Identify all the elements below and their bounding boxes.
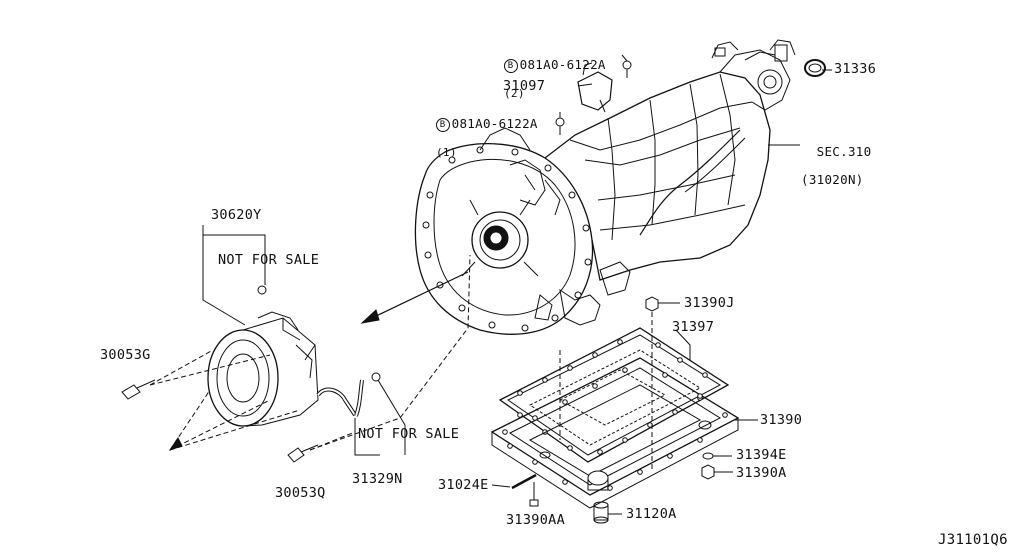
label-31390J: 31390J — [684, 295, 735, 311]
bell-housing — [415, 144, 592, 335]
bolt-marker-icon: B — [503, 58, 518, 73]
part-31390J — [646, 297, 676, 311]
label-31336: 31336 — [834, 61, 877, 77]
oil-seal-31336 — [805, 60, 825, 76]
label-30053Q: 30053Q — [275, 485, 326, 501]
label-31097: 31097 — [503, 78, 546, 94]
bolt-1-qty: (2) — [504, 86, 525, 100]
bolt-2-code: 081A0-6122A — [451, 116, 538, 131]
oil-pan-gasket-31397 — [500, 328, 728, 462]
note-not-for-sale-2: NOT FOR SALE — [358, 426, 460, 442]
label-31329N: 31329N — [352, 471, 403, 487]
bolt-marker-icon: B — [435, 117, 450, 132]
bolt-30053G — [122, 380, 155, 399]
label-31120A: 31120A — [626, 506, 677, 522]
part-31120A — [594, 502, 622, 523]
part-31394E — [703, 453, 732, 459]
bolt-1-code: 081A0-6122A — [519, 57, 606, 72]
section-ref-line1: SEC.310 — [816, 144, 872, 159]
solenoid-31097 — [578, 72, 612, 110]
engine-direction-arrow — [362, 272, 468, 323]
label-31024E: 31024E — [438, 477, 489, 493]
hydraulic-line-31329N — [318, 373, 380, 416]
bolt-30053Q — [288, 445, 318, 462]
part-31390AA — [530, 488, 538, 506]
section-ref-line2: (31020N) — [801, 172, 864, 187]
label-sec-310: SEC.310 (31020N) — [801, 131, 871, 201]
label-31390: 31390 — [760, 412, 803, 428]
oil-pan-31390 — [492, 358, 738, 508]
reference-marker — [170, 438, 182, 450]
bolt-2-qty: (1) — [436, 145, 457, 159]
leader-lines — [203, 55, 832, 488]
extension-housing — [720, 50, 790, 110]
diagram-id: J31101Q6 — [938, 532, 1008, 548]
label-31390AA: 31390AA — [506, 512, 565, 528]
note-not-for-sale-1: NOT FOR SALE — [218, 252, 320, 268]
label-30053G: 30053G — [100, 347, 151, 363]
dashed-leaders — [150, 255, 652, 470]
converter-hub — [462, 200, 538, 276]
label-31390A: 31390A — [736, 465, 787, 481]
part-31024E — [492, 475, 536, 488]
part-31390A — [702, 465, 733, 479]
label-31394E: 31394E — [736, 447, 787, 463]
concentric-slave-cylinder-30620Y — [208, 286, 318, 426]
label-30620Y: 30620Y — [211, 207, 262, 223]
label-31397: 31397 — [672, 319, 715, 335]
